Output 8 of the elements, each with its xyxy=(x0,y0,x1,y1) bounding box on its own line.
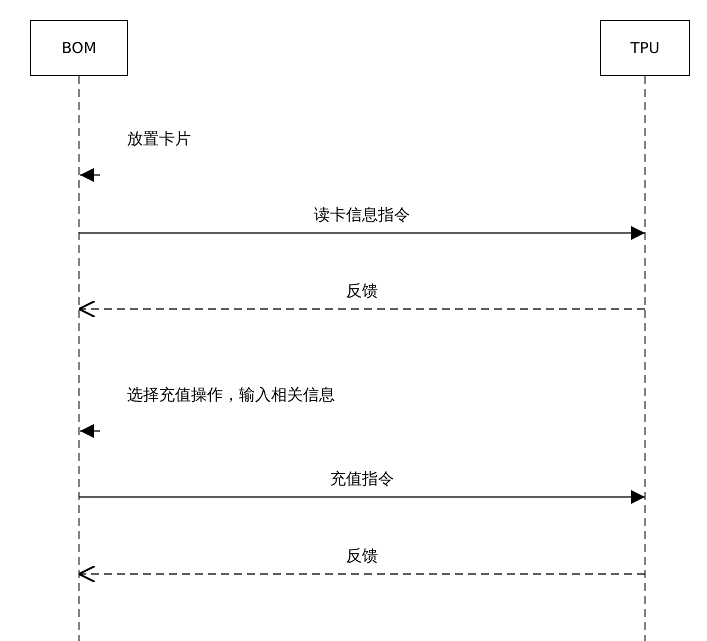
message-arrow xyxy=(80,168,100,182)
participant-box: TPU xyxy=(600,20,690,76)
message-arrow xyxy=(78,300,645,318)
message-arrow xyxy=(80,424,100,438)
message-arrow xyxy=(79,490,645,504)
message-arrow xyxy=(79,226,645,240)
message-arrow xyxy=(78,565,645,583)
participant-box: BOM xyxy=(30,20,128,76)
